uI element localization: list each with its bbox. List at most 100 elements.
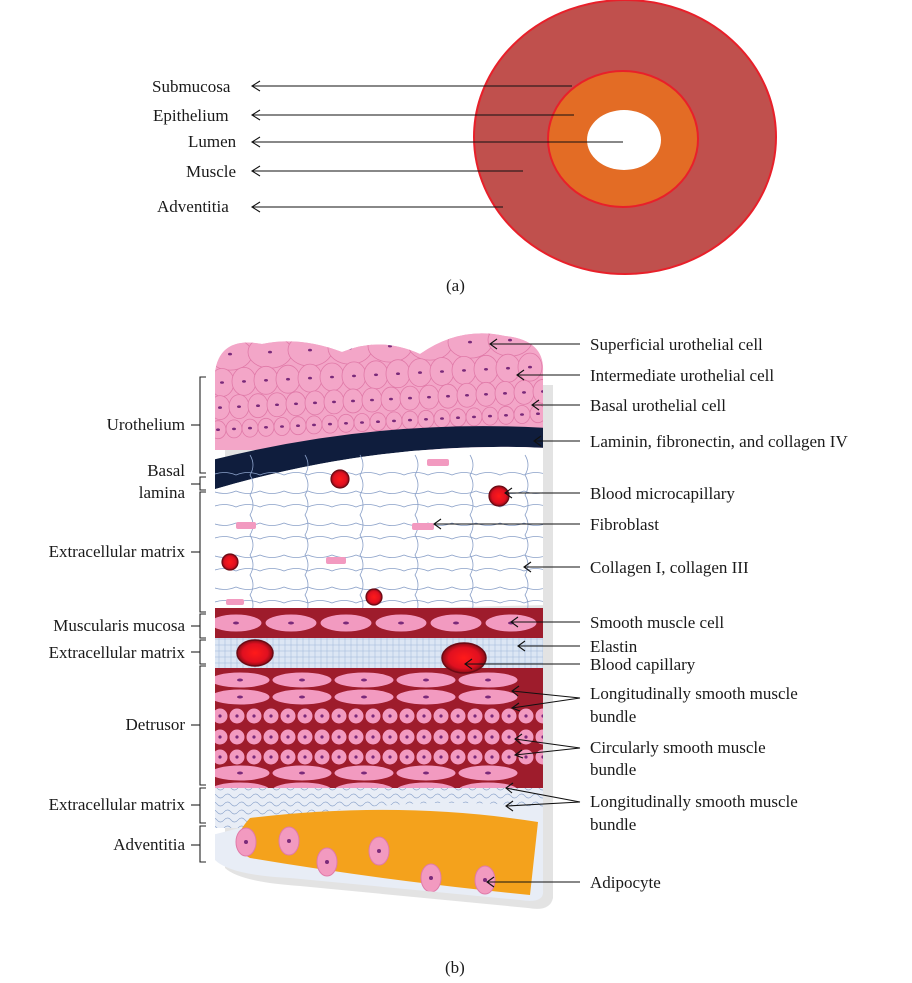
nucleus [405,735,408,738]
nucleus [233,622,239,625]
nucleus [216,428,220,431]
nucleus [320,755,323,758]
nucleus [388,345,392,348]
nucleus [237,405,241,408]
label-ecm-3: Extracellular matrix [49,795,186,814]
nucleus [351,400,355,403]
nucleus [235,755,238,758]
nucleus [398,622,404,625]
label-intermediate-cell: Intermediate urothelial cell [590,366,774,385]
nucleus [320,735,323,738]
label-epithelium: Epithelium [153,106,229,125]
label-circular: Circularly smooth muscle [590,738,766,757]
label-lumen: Lumen [188,132,237,151]
fibroblast [412,523,434,530]
nucleus [286,755,289,758]
nucleus [446,395,450,398]
nucleus [280,425,284,428]
nucleus [503,392,507,395]
nucleus [361,696,367,699]
caption-a: (a) [446,276,465,295]
nucleus [308,349,312,352]
nucleus [408,419,412,422]
nucleus [456,755,459,758]
nucleus [294,403,298,406]
nucleus [337,735,340,738]
nucleus [504,414,508,417]
label-longitudinal-2: Longitudinally smooth muscle [590,792,798,811]
nucleus [485,772,491,775]
nucleus [392,420,396,423]
nucleus [377,849,381,853]
nucleus [374,374,378,377]
nucleus [423,772,429,775]
microcapillary [331,470,349,488]
nucleus [472,416,476,419]
nucleus [248,427,252,430]
label-longitudinal-2b: bundle [590,815,636,834]
nucleus [424,418,428,421]
nucleus [332,401,336,404]
nucleus [264,426,268,429]
label-laminin: Laminin, fibronectin, and collagen IV [590,432,848,451]
nucleus [269,755,272,758]
nucleus [524,714,527,717]
nucleus [269,735,272,738]
nucleus [422,714,425,717]
label-submucosa: Submucosa [152,77,231,96]
nucleus [473,714,476,717]
nucleus [456,735,459,738]
nucleus [343,622,349,625]
nucleus [485,696,491,699]
label-detrusor: Detrusor [126,715,186,734]
nucleus [252,714,255,717]
nucleus [427,396,431,399]
microcapillary [366,589,382,605]
nucleus [376,420,380,423]
nucleus [237,679,243,682]
nucleus [308,377,312,380]
nucleus [423,696,429,699]
nucleus [218,714,221,717]
nucleus [313,402,317,405]
nucleus [218,406,222,409]
label-ecm-1: Extracellular matrix [49,542,186,561]
nucleus [287,839,291,843]
nucleus [371,714,374,717]
nucleus [228,353,232,356]
label-urothelium: Urothelium [107,415,185,434]
nucleus [256,404,260,407]
nucleus [312,424,316,427]
nucleus [360,421,364,424]
nucleus [524,735,527,738]
nucleus [299,679,305,682]
nucleus [288,622,294,625]
nucleus [440,417,444,420]
nucleus [218,735,221,738]
label-ecm-2: Extracellular matrix [49,643,186,662]
nucleus [528,366,532,369]
nucleus [242,380,246,383]
nucleus [428,343,432,346]
label-basal-lamina-2: lamina [139,483,186,502]
label-adventitia: Adventitia [157,197,229,216]
blood-capillary [442,643,486,673]
nucleus [337,714,340,717]
left-brackets [191,377,206,862]
nucleus [303,755,306,758]
label-longitudinal-1: Longitudinally smooth muscle [590,684,798,703]
nucleus [465,394,469,397]
nucleus [237,696,243,699]
nucleus [490,755,493,758]
nucleus [388,714,391,717]
nucleus [405,755,408,758]
nucleus [303,735,306,738]
nucleus [388,755,391,758]
microcapillary [222,554,238,570]
nucleus [389,398,393,401]
nucleus [422,755,425,758]
nucleus [490,735,493,738]
fibroblast [427,459,449,466]
nucleus [252,755,255,758]
